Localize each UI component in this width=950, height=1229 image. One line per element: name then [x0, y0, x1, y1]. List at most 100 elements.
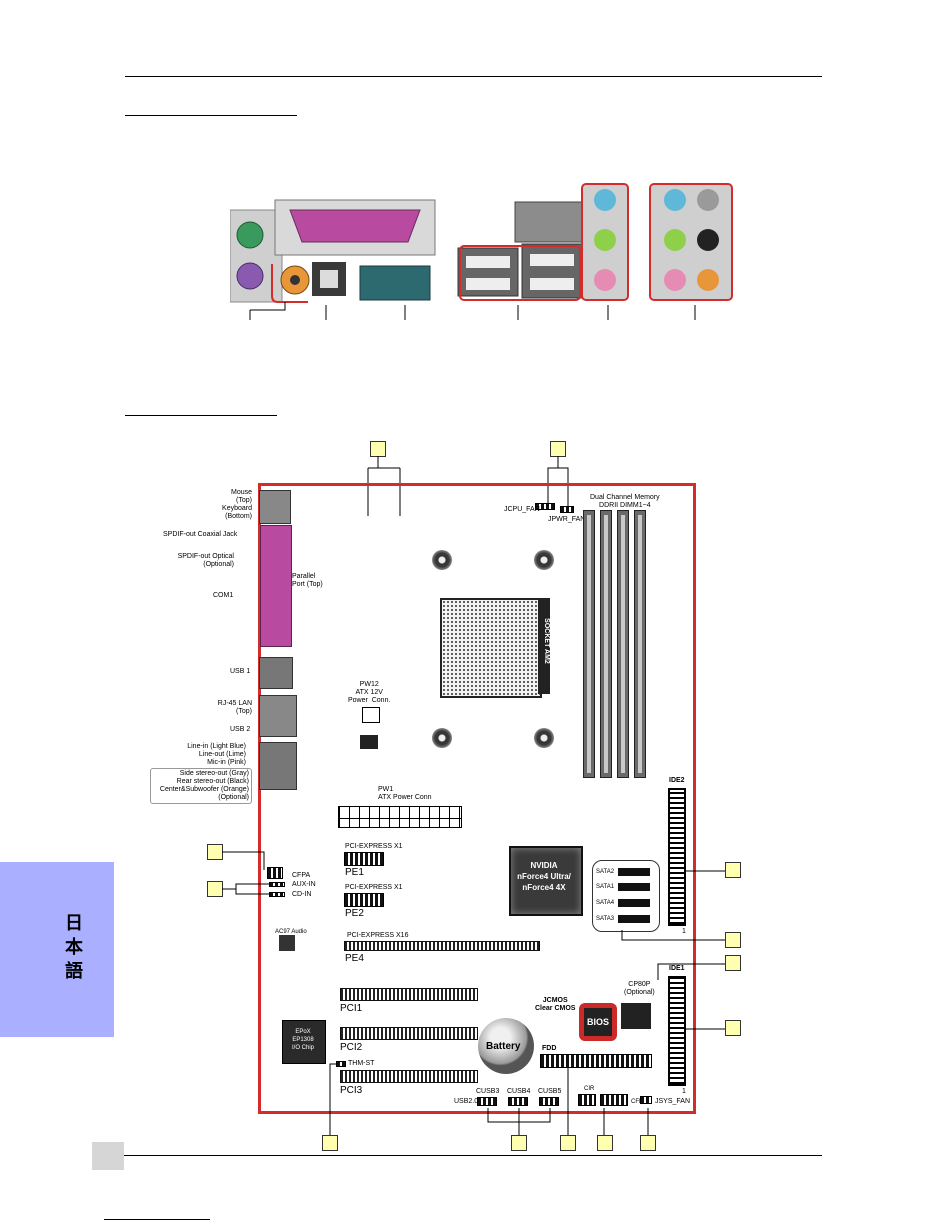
label-ide2-pin1: 1	[682, 928, 686, 935]
label-thm-st: THM-ST	[348, 1060, 375, 1067]
label-aux-in: AUX-IN	[292, 881, 316, 888]
chipset-label: NVIDIA nForce4 Ultra/ nForce4 4X	[517, 861, 571, 892]
label-pe4: PE4	[345, 953, 364, 964]
label-pw12: PW12 ATX 12V Power Conn.	[348, 681, 391, 704]
label-sata1: SATA1	[596, 884, 615, 890]
label-jsys-fan: JSYS_FAN	[655, 1098, 691, 1105]
ide1-connector	[668, 976, 686, 1086]
label-cd-in: CD-IN	[292, 891, 312, 898]
label-pci1: PCI1	[340, 1003, 363, 1014]
cp80p-display	[621, 1003, 651, 1029]
label-pcie-x1-1: PCI-EXPRESS X1	[345, 843, 403, 850]
cpu-socket-lever	[538, 598, 550, 694]
label-sata3: SATA3	[596, 916, 615, 922]
label-spdif-coax: SPDIF-out Coaxial Jack	[163, 531, 238, 538]
label-pe1: PE1	[345, 867, 364, 878]
power-mosfet	[360, 735, 378, 749]
language-side-tab	[0, 862, 114, 1037]
cd-in-header	[269, 892, 285, 897]
label-cusb3: CUSB3	[476, 1088, 500, 1095]
cusb3-header	[477, 1097, 497, 1106]
pw12-connector	[362, 707, 380, 723]
callout-ide2	[725, 862, 741, 878]
label-cfp: CFP	[631, 1099, 643, 1105]
cir-header	[578, 1094, 596, 1106]
callout-fan-connectors	[550, 441, 566, 457]
io-ps2	[259, 490, 291, 524]
io-lan-usb2	[259, 695, 297, 737]
pcie-x1-slot-1	[344, 852, 384, 866]
header-rule	[125, 76, 822, 77]
label-pci2: PCI2	[340, 1042, 363, 1053]
callout-leader-bottom	[329, 1063, 649, 1135]
back-panel-leader-lines	[249, 302, 696, 320]
sata2-port	[618, 868, 650, 876]
label-ide1-pin1: 1	[682, 1088, 686, 1095]
side-tab-text: 日 本 語	[65, 913, 83, 982]
callout-fdd	[560, 1135, 576, 1151]
label-usb2: USB 2	[230, 726, 251, 733]
cpu-socket	[440, 598, 542, 698]
label-parallel: Parallel Port (Top)	[292, 573, 323, 588]
pw1-connector	[338, 806, 462, 828]
callout-thm-st	[322, 1135, 338, 1151]
callout-leader-right	[621, 870, 725, 1030]
label-cusb4: CUSB4	[507, 1088, 531, 1095]
label-pcie-x1-2: PCI-EXPRESS X1	[345, 884, 403, 891]
label-battery: Battery	[486, 1041, 521, 1052]
label-sata4: SATA4	[596, 900, 615, 906]
label-sata2: SATA2	[596, 869, 615, 875]
pci3-slot	[340, 1070, 478, 1083]
io-chip-label: EPoX EP1308 I/O Chip	[291, 1029, 314, 1051]
label-jcmos: JCMOS Clear CMOS	[535, 997, 576, 1012]
jpwr-fan-header	[560, 506, 574, 513]
callout-ide1	[725, 1020, 741, 1036]
sata4-port	[618, 899, 650, 907]
label-pcie-x16: PCI-EXPRESS X16	[347, 932, 409, 939]
jcpu-fan-header	[535, 503, 555, 510]
callout-leader-top	[367, 456, 569, 516]
cusb4-header	[508, 1097, 528, 1106]
ps2-mouse-port	[236, 221, 264, 249]
pcie-x16-slot	[344, 941, 540, 951]
io-usb1	[259, 657, 293, 689]
label-pw1: PW1 ATX Power Conn	[378, 786, 432, 801]
motherboard-outline	[258, 483, 696, 1114]
heatsink-mount-hole	[432, 728, 452, 748]
callout-sata	[725, 932, 741, 948]
sata1-port	[618, 883, 650, 891]
dimm-slot	[583, 510, 595, 778]
label-usb1: USB 1	[230, 668, 251, 675]
pci1-slot	[340, 988, 478, 1001]
heatsink-mount-hole	[432, 550, 452, 570]
sata-group-outline	[592, 860, 660, 932]
bottom-line	[104, 1219, 210, 1220]
heatsink-mount-hole	[534, 550, 554, 570]
footer-rule	[124, 1155, 822, 1156]
jsys-fan-header	[640, 1096, 652, 1104]
io-chip	[282, 1020, 326, 1064]
label-ide2: IDE2	[669, 777, 685, 784]
cusb5-header	[539, 1097, 559, 1106]
socket-label: SOCKET AM2	[542, 618, 550, 664]
label-rj45: RJ-45 LAN (Top)	[217, 700, 252, 715]
callout-jsys-fan	[640, 1135, 656, 1151]
label-ide1: IDE1	[669, 965, 685, 972]
page-number-box	[92, 1142, 124, 1170]
dimm-slot	[617, 510, 629, 778]
back-panel-photo	[229, 180, 740, 310]
io-parallel-com	[260, 525, 292, 647]
label-mouse: Mouse (Top)	[230, 489, 252, 504]
heatsink-mount-hole	[534, 728, 554, 748]
fdd-connector	[540, 1054, 652, 1068]
callout-power-connectors	[370, 441, 386, 457]
label-com1: COM1	[213, 592, 234, 599]
label-pci3: PCI3	[340, 1085, 363, 1096]
label-cp80p: CP80P (Optional)	[624, 981, 655, 996]
bios-chip-inner: BIOS	[584, 1008, 612, 1036]
label-audio-jacks: Line-in (Light Blue) Line-out (Lime) Mic…	[187, 743, 246, 766]
io-audio	[259, 742, 297, 790]
pci2-slot	[340, 1027, 478, 1040]
pcie-x1-slot-2	[344, 893, 384, 907]
label-usb20: USB2.0	[454, 1098, 479, 1105]
